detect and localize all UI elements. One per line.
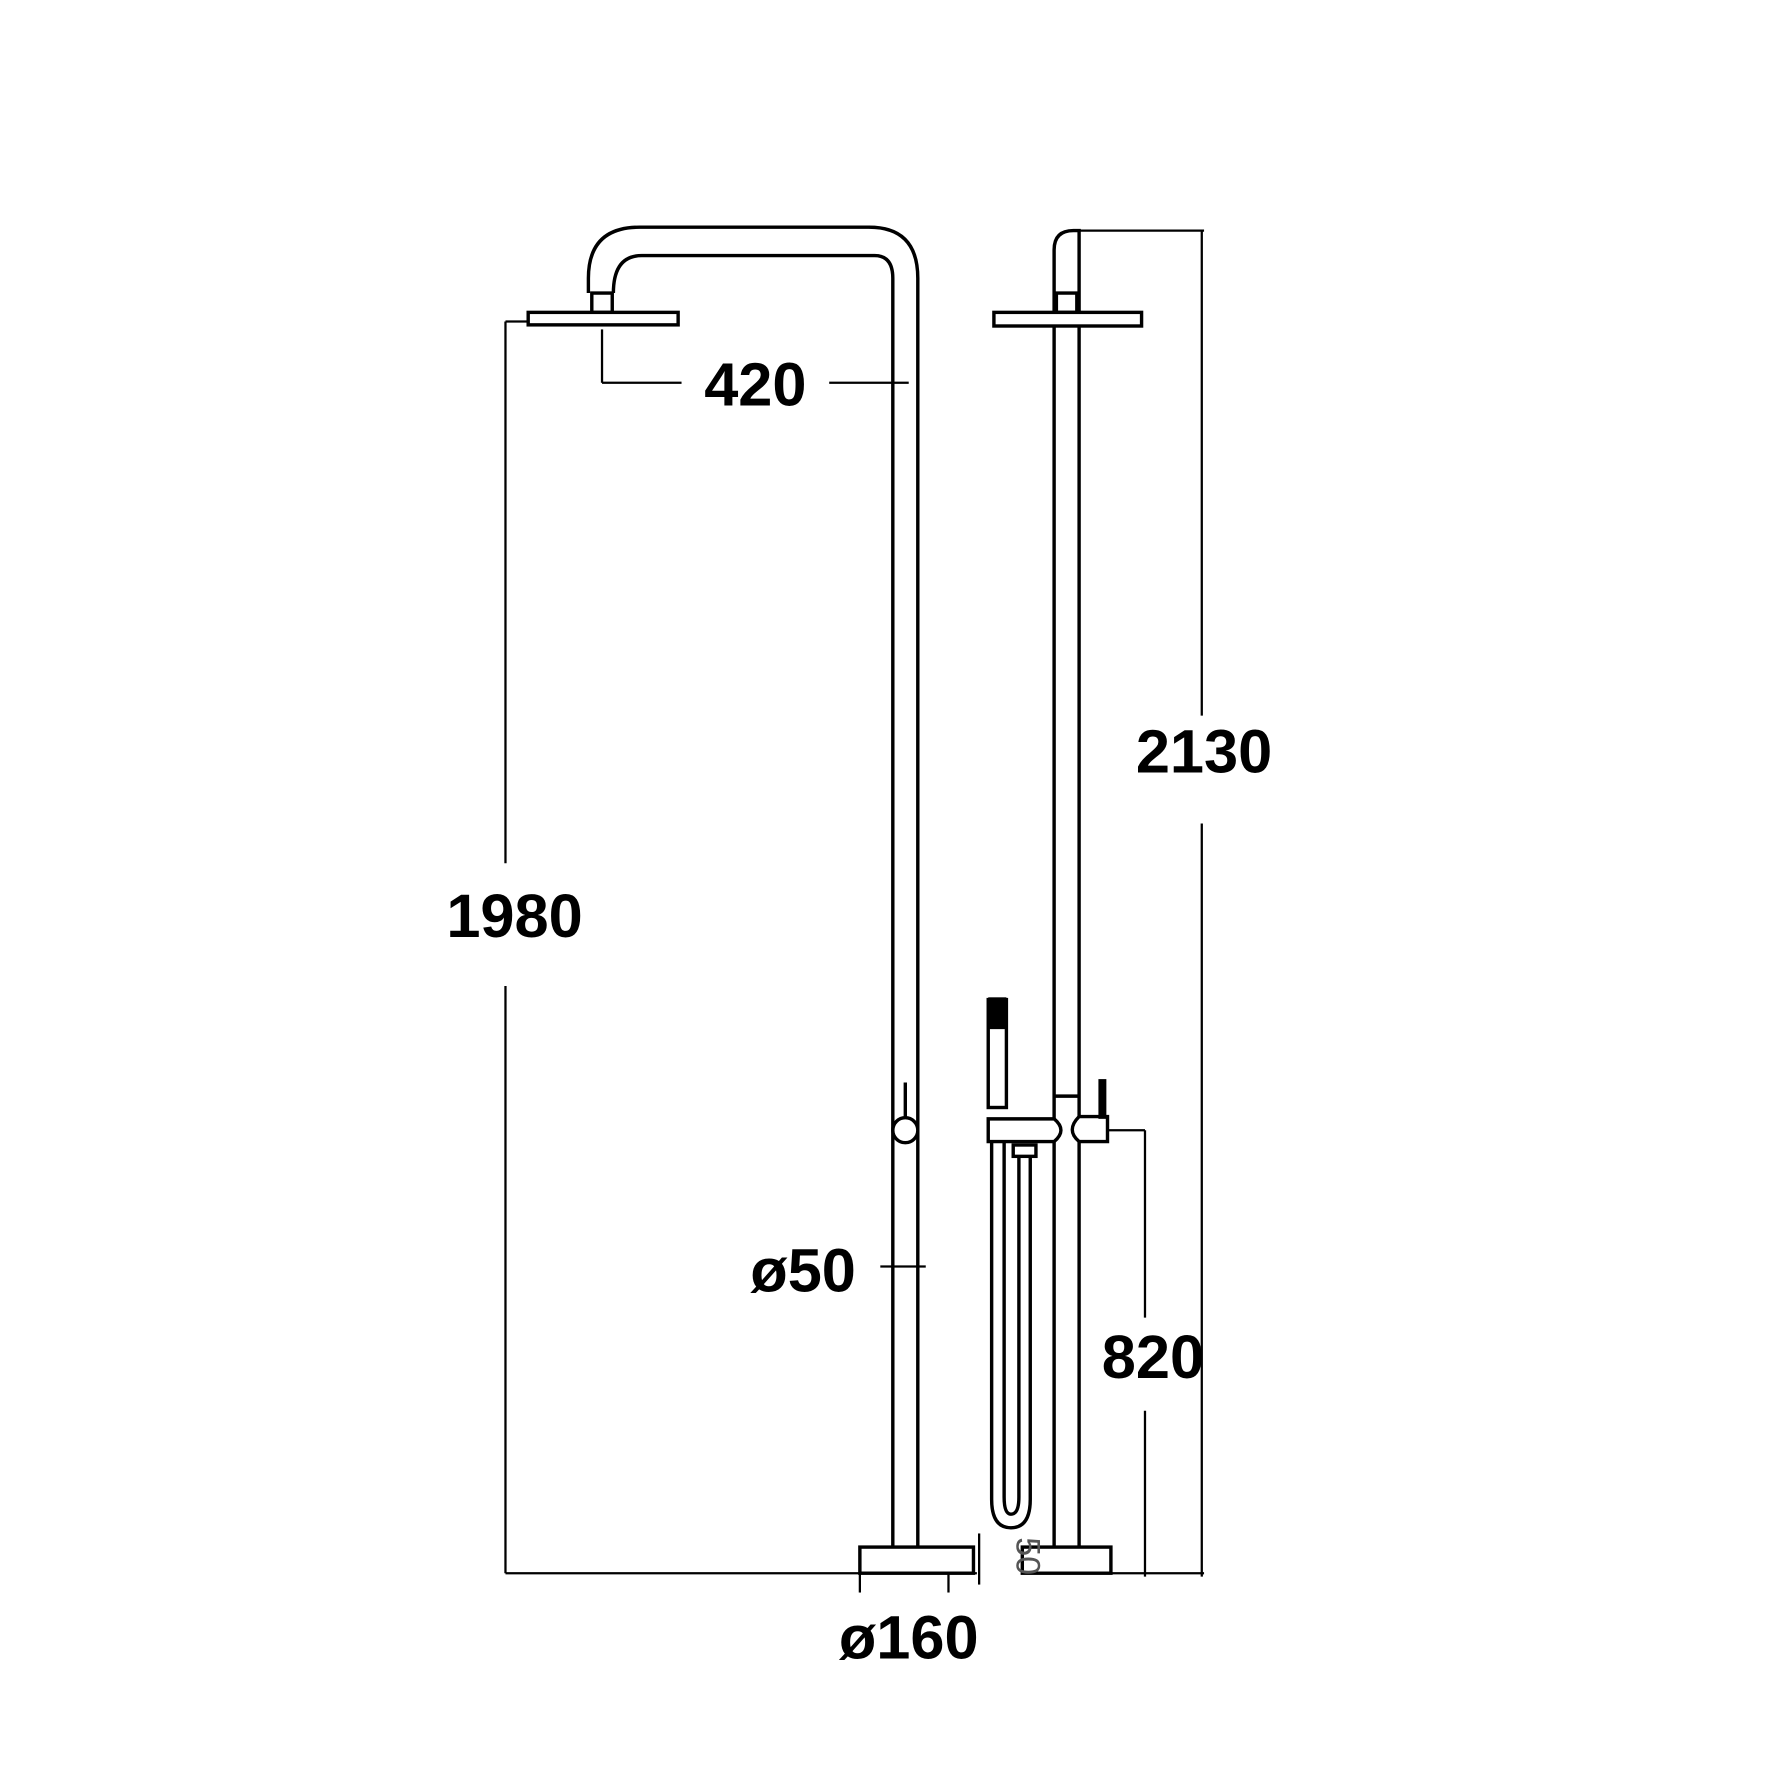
side-pipe-outer xyxy=(1052,228,1081,1548)
mixer-body xyxy=(1070,1114,1110,1144)
front-head-connector xyxy=(590,291,614,315)
front-arm-outer xyxy=(586,225,920,1548)
hand-shower-head xyxy=(988,997,1007,1030)
dim-base-offset: 50 xyxy=(1009,1537,1047,1575)
mixer-lever xyxy=(1098,1079,1107,1119)
front-view xyxy=(526,225,976,1575)
front-valve xyxy=(891,1116,920,1145)
side-view xyxy=(986,228,1144,1575)
dim-mixer-height: 820 xyxy=(1102,1322,1204,1391)
dim-head-height: 1980 xyxy=(446,881,582,950)
dim-pipe-diameter: ø50 xyxy=(750,1236,856,1305)
dim-base-diameter: ø160 xyxy=(839,1602,979,1671)
hand-shower-holder xyxy=(986,1117,1063,1144)
hose-outer xyxy=(989,1141,1032,1530)
side-head-connector xyxy=(1054,291,1079,315)
front-shower-head xyxy=(526,310,680,327)
dim-arm-reach: 420 xyxy=(704,350,806,419)
side-base xyxy=(1020,1545,1113,1575)
front-arm-inner xyxy=(611,253,895,1548)
dimension-lines xyxy=(504,229,1205,1593)
side-shower-head xyxy=(992,310,1144,328)
dim-total-height: 2130 xyxy=(1136,716,1272,785)
front-base xyxy=(858,1545,976,1575)
hose-inner xyxy=(1002,1141,1021,1516)
hose-connector xyxy=(1011,1143,1038,1159)
